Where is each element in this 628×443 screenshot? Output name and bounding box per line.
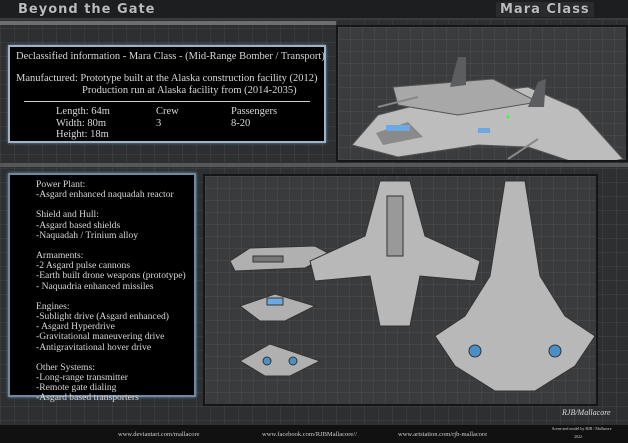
year-text: 2022 xyxy=(574,434,582,439)
header-bar: Beyond the Gate Mara Class xyxy=(0,0,628,20)
rear-view xyxy=(239,343,322,377)
facebook-link[interactable]: www.facebook.com/RJBMallacore// xyxy=(262,430,357,438)
page-title: Beyond the Gate xyxy=(18,2,156,17)
passengers-value: 8-20 xyxy=(231,117,251,129)
front-view xyxy=(238,293,317,322)
feature-heading: Shield and Hull: xyxy=(36,209,99,221)
spec-length: Length: 64m xyxy=(56,106,110,117)
feature-heading: Armaments: xyxy=(36,250,84,262)
feature-item: - Naquadria enhanced missiles xyxy=(36,280,154,292)
deviantart-link[interactable]: www.deviantart.com/mallacore xyxy=(118,430,200,438)
feature-item: -Sublight drive (Asgard enhanced) xyxy=(36,311,169,323)
blueprint-panel xyxy=(203,174,598,406)
passengers-label: Passengers xyxy=(231,106,278,117)
feature-section: Other Systems:-Long-range transmitter-Re… xyxy=(36,361,194,404)
feature-section: Shield and Hull:-Asgard based shields-Na… xyxy=(36,210,194,241)
divider xyxy=(24,101,310,102)
feature-section: Armaments:-2 Asgard pulse cannons-Earth … xyxy=(36,250,194,292)
feature-heading: Engines: xyxy=(36,300,70,312)
spec-height: Height: 18m xyxy=(56,129,109,140)
features-panel: Power Plant:-Asgard enhanced naquadah re… xyxy=(8,173,196,403)
production-line: Production run at Alaska facility from (… xyxy=(82,85,297,96)
feature-heading: Power Plant: xyxy=(36,179,86,190)
class-title: Mara Class xyxy=(496,2,594,17)
feature-section: Engines:-Sublight drive (Asgard enhanced… xyxy=(36,300,194,353)
credit-text: Scene and model by RJB / Mallacore xyxy=(552,426,612,431)
footer: www.deviantart.com/mallacore www.faceboo… xyxy=(0,425,628,443)
orthographic-views xyxy=(229,180,596,392)
divider xyxy=(0,163,628,167)
feature-item: -Asgard based shields xyxy=(36,219,121,231)
feature-item: -Antigravitational hover drive xyxy=(36,341,152,353)
top-view xyxy=(309,180,481,327)
ship-3d-image xyxy=(351,57,624,168)
feature-item: -Asgard based transporters xyxy=(36,392,139,404)
manufactured-line: Manufactured: Prototype built at the Ala… xyxy=(16,73,318,84)
feature-item: -Gravitational maneuvering drive xyxy=(36,331,165,343)
feature-item: -Asgard enhanced naquadah reactor xyxy=(36,189,174,201)
classification-line: Declassified information - Mara Class - … xyxy=(16,51,325,62)
feature-item: -Earth built drone weapons (prototype) xyxy=(36,270,186,282)
feature-item: -2 Asgard pulse cannons xyxy=(36,260,131,272)
feature-item: - Asgard Hyperdrive xyxy=(36,321,115,333)
divider xyxy=(0,21,336,25)
feature-item: -Remote gate dialing xyxy=(36,382,117,394)
bottom-view xyxy=(434,180,596,392)
feature-item: -Long-range transmitter xyxy=(36,372,128,384)
feature-section: Power Plant:-Asgard enhanced naquadah re… xyxy=(36,179,194,201)
spec-width: Width: 80m xyxy=(56,117,107,129)
info-panel: Declassified information - Mara Class - … xyxy=(8,45,326,143)
artist-signature: RJB/Mallacore xyxy=(562,408,611,417)
crew-value: 3 xyxy=(156,117,162,129)
feature-heading: Other Systems: xyxy=(36,361,95,373)
crew-label: Crew xyxy=(156,106,179,117)
feature-item: -Naquadah / Trinium alloy xyxy=(36,229,139,241)
ship-render xyxy=(336,25,628,168)
artstation-link[interactable]: www.artstation.com/rjb-mallacore xyxy=(398,430,488,438)
